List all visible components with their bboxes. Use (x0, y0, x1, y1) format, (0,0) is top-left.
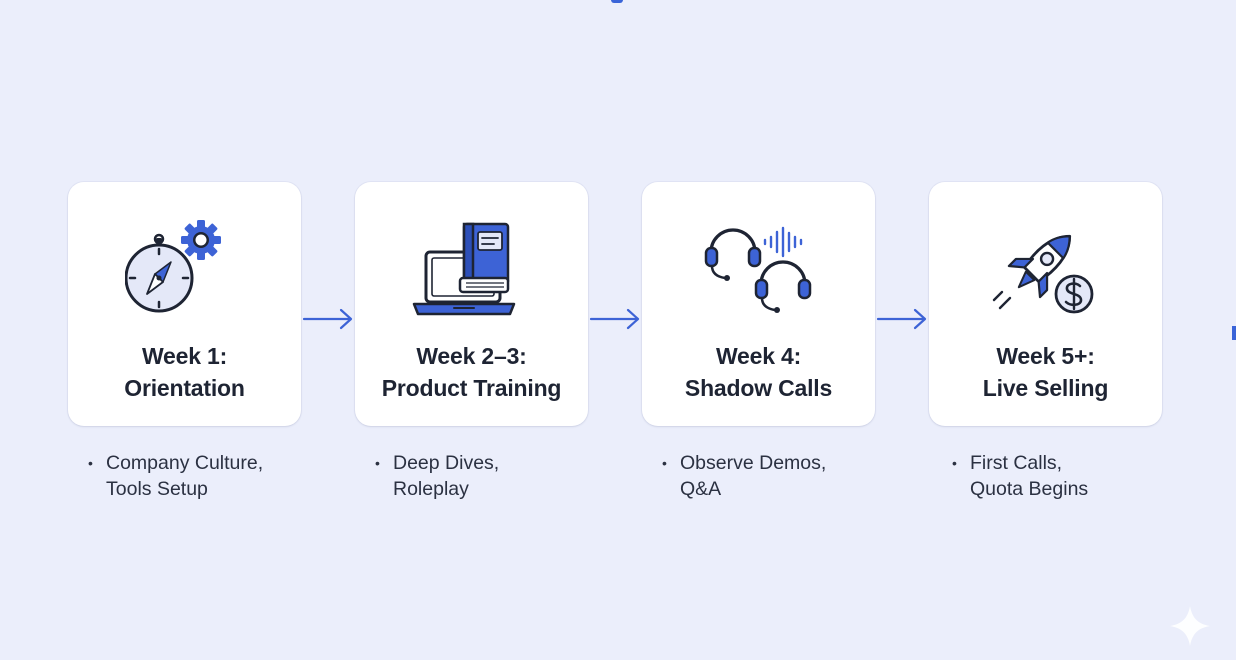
stage-title-line2: Orientation (124, 375, 245, 401)
rocket-dollar-icon (986, 218, 1106, 322)
detail-line: Quota Begins (970, 478, 1089, 500)
stage-title-line1: Week 1: (141, 343, 228, 369)
detail-line: Deep Dives, (393, 452, 500, 474)
detail-line: Tools Setup (106, 478, 208, 500)
stage-card-week-5-plus: Week 5+: Live Selling (929, 182, 1162, 426)
arrow-right-icon (876, 306, 928, 332)
stage-details-week-4: • Observe Demos, Q&A (662, 450, 826, 502)
stage-title-line1: Week 5+: (996, 343, 1095, 369)
list-item: • Company Culture, Tools Setup (88, 450, 263, 502)
stage-title: Week 2–3: Product Training (355, 340, 588, 404)
stage-title-line1: Week 4: (715, 343, 802, 369)
stage-title-line2: Product Training (381, 375, 562, 401)
stage-title: Week 4: Shadow Calls (642, 340, 875, 404)
stage-title-line2: Live Selling (982, 375, 1109, 401)
bullet-glyph: • (952, 455, 957, 471)
stage-title-line1: Week 2–3: (416, 343, 527, 369)
bullet-glyph: • (375, 455, 380, 471)
stage-title: Week 5+: Live Selling (929, 340, 1162, 404)
stage-card-week-4: Week 4: Shadow Calls (642, 182, 875, 426)
edge-marker (611, 0, 623, 3)
arrow-right-icon (302, 306, 354, 332)
sparkle-icon (1168, 604, 1212, 648)
stage-title-line2: Shadow Calls (684, 375, 833, 401)
bullet-glyph: • (88, 455, 93, 471)
headsets-soundwave-icon (699, 218, 819, 322)
bullet-glyph: • (662, 455, 667, 471)
detail-line: Company Culture, (106, 452, 264, 474)
stage-details-week-2-3: • Deep Dives, Roleplay (375, 450, 499, 502)
stage-details-week-5-plus: • First Calls, Quota Begins (952, 450, 1088, 502)
stage-card-week-2-3: Week 2–3: Product Training (355, 182, 588, 426)
arrow-right-icon (589, 306, 641, 332)
compass-gear-icon (124, 218, 245, 322)
list-item: • Deep Dives, Roleplay (375, 450, 499, 502)
detail-line: Observe Demos, (680, 452, 827, 474)
stage-title: Week 1: Orientation (68, 340, 301, 404)
detail-line: Q&A (680, 478, 722, 500)
list-item: • First Calls, Quota Begins (952, 450, 1088, 502)
stage-details-week-1: • Company Culture, Tools Setup (88, 450, 263, 502)
detail-line: Roleplay (393, 478, 469, 500)
detail-line: First Calls, (970, 452, 1063, 474)
laptop-book-icon (412, 218, 532, 322)
list-item: • Observe Demos, Q&A (662, 450, 826, 502)
edge-marker (1232, 326, 1236, 340)
stage-card-week-1: Week 1: Orientation (68, 182, 301, 426)
